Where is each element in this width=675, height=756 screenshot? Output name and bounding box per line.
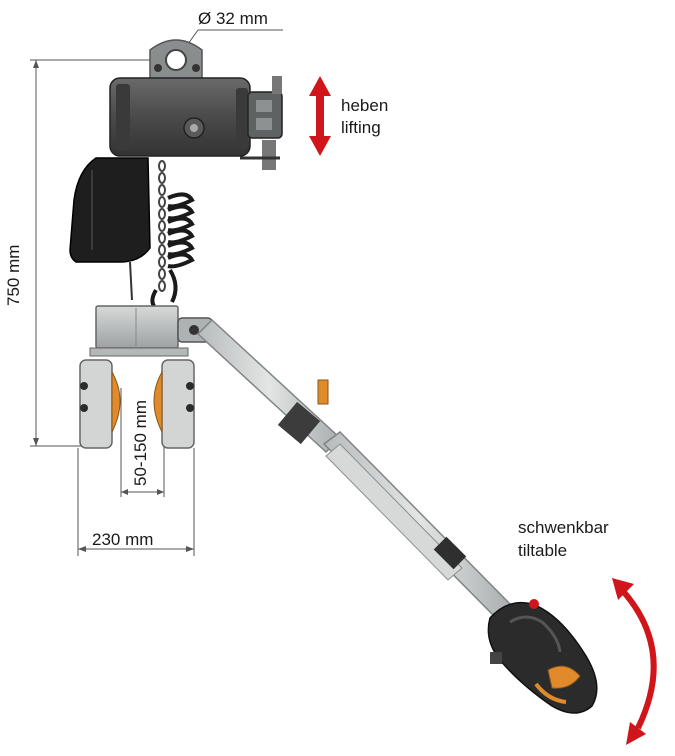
hoist-housing	[109, 76, 283, 170]
tilt-arrow	[612, 578, 657, 745]
eye-diameter-label: Ø 32 mm	[198, 9, 268, 28]
tilt-label-en: tiltable	[518, 541, 568, 560]
operating-arm	[177, 317, 516, 621]
height-dimension-label: 750 mm	[4, 244, 23, 306]
load-chain	[158, 160, 166, 292]
grip-range-label: 50-150 mm	[131, 400, 150, 486]
dimension-arrowheads	[33, 60, 194, 552]
width-dimension-label: 230 mm	[92, 530, 154, 549]
gripper-block	[79, 305, 195, 449]
lift-arrow	[309, 76, 331, 156]
control-handle	[487, 599, 598, 714]
lift-label-en: lifting	[341, 118, 381, 137]
coiled-hose	[150, 192, 195, 308]
lifting-eye	[149, 39, 203, 81]
dimension-lines	[30, 29, 283, 556]
tilt-label-de: schwenkbar	[518, 518, 609, 537]
control-box	[69, 157, 151, 301]
lift-label-de: heben	[341, 96, 389, 115]
